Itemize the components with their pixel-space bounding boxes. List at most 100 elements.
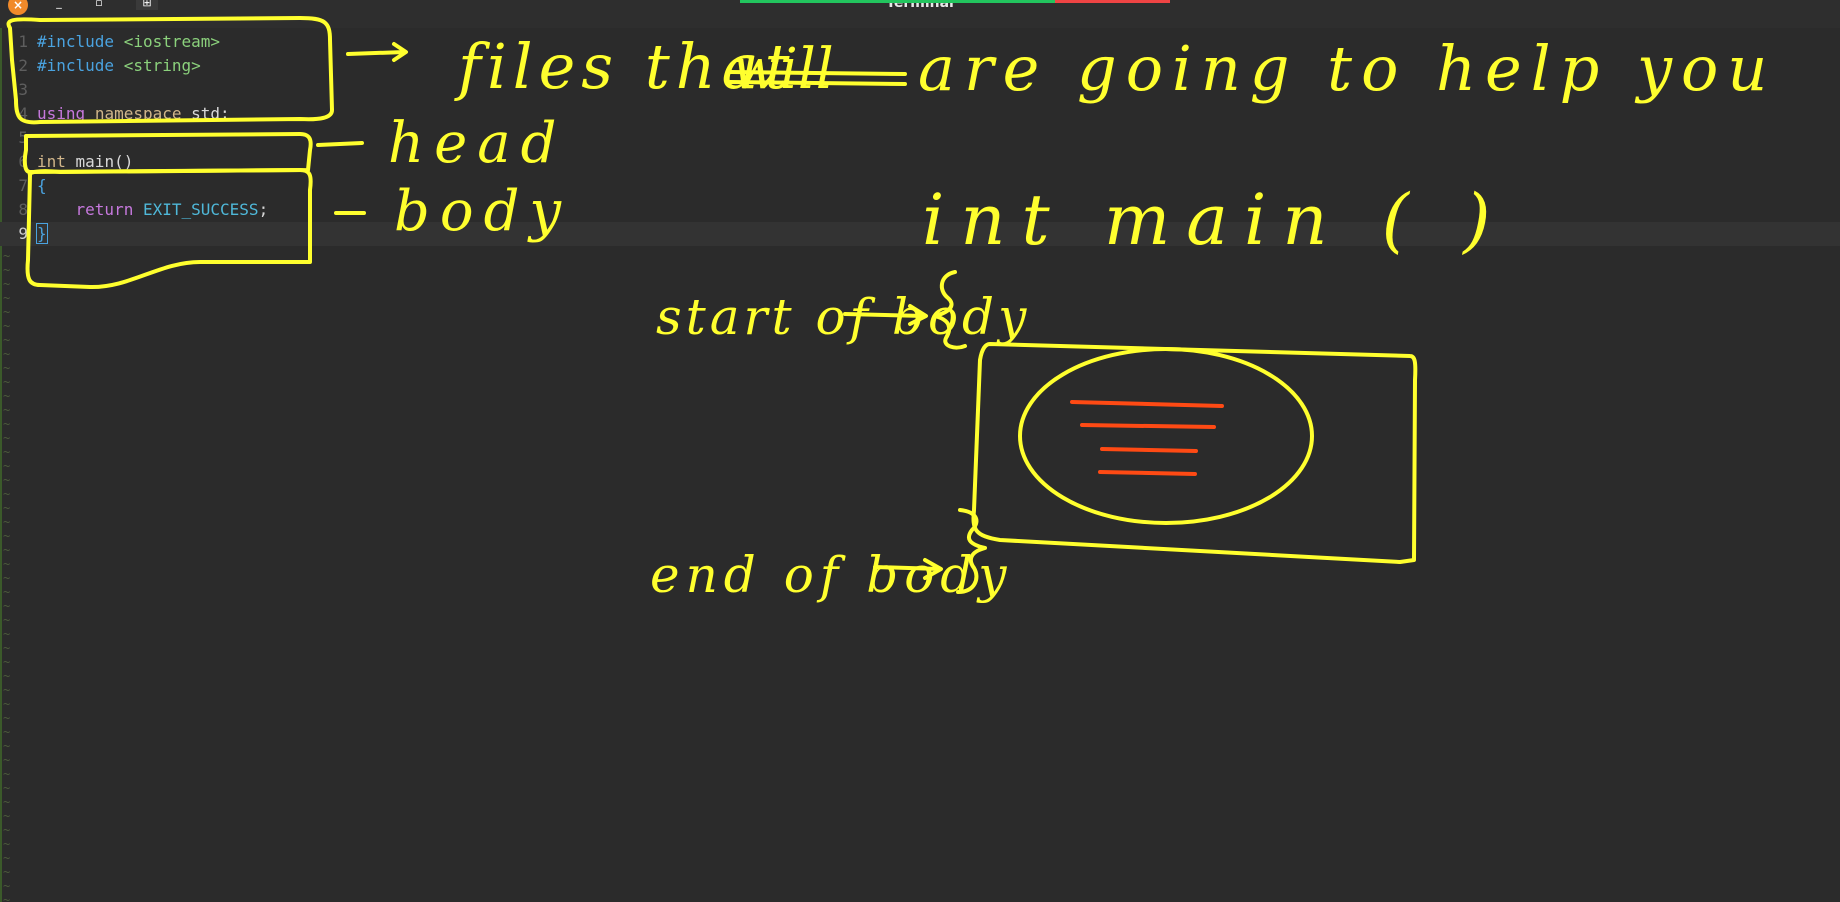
code-text[interactable]: return EXIT_SUCCESS; <box>37 198 269 222</box>
empty-line-tilde: ~ <box>3 823 11 837</box>
empty-line-tilde: ~ <box>3 725 11 739</box>
code-token: <iostream> <box>123 32 221 51</box>
empty-line-tilde: ~ <box>3 375 11 389</box>
empty-line-tilde: ~ <box>3 291 11 305</box>
close-icon[interactable]: × <box>8 0 28 15</box>
code-text[interactable]: using namespace std; <box>37 102 230 126</box>
line-number: 2 <box>18 56 28 75</box>
empty-line-tilde: ~ <box>3 277 11 291</box>
code-line[interactable]: 9} <box>0 222 1840 246</box>
code-line[interactable]: 2 #include <string> <box>0 54 1840 78</box>
empty-line-tilde: ~ <box>3 263 11 277</box>
code-token: using <box>37 104 86 123</box>
line-number: 3 <box>18 80 28 99</box>
empty-line-tilde: ~ <box>3 739 11 753</box>
empty-line-tilde: ~ <box>3 795 11 809</box>
empty-line-tilde: ~ <box>3 431 11 445</box>
empty-line-tilde: ~ <box>3 697 11 711</box>
empty-line-tilde: ~ <box>3 767 11 781</box>
code-text[interactable]: int main() <box>37 150 133 174</box>
line-number: 8 <box>18 200 28 219</box>
code-token: main() <box>65 152 134 171</box>
code-text[interactable]: { <box>37 174 47 198</box>
code-line[interactable]: 6 int main() <box>0 150 1840 174</box>
empty-line-tilde: ~ <box>3 753 11 767</box>
line-number: 6 <box>18 152 28 171</box>
empty-line-tilde: ~ <box>3 249 11 263</box>
line-number: 1 <box>18 32 28 51</box>
empty-line-tilde: ~ <box>3 641 11 655</box>
title-bar: × _ ▫ ⊞ Terminal <box>0 0 1840 29</box>
empty-line-tilde: ~ <box>3 781 11 795</box>
code-token: { <box>37 176 47 195</box>
empty-line-tilde: ~ <box>3 543 11 557</box>
empty-line-tilde: ~ <box>3 305 11 319</box>
empty-line-tilde: ~ <box>3 529 11 543</box>
empty-line-tilde: ~ <box>3 319 11 333</box>
empty-line-tilde: ~ <box>3 501 11 515</box>
empty-line-tilde: ~ <box>3 571 11 585</box>
empty-line-tilde: ~ <box>3 417 11 431</box>
empty-line-tilde: ~ <box>3 627 11 641</box>
code-line[interactable]: 7{ <box>0 174 1840 198</box>
code-text[interactable]: #include <string> <box>37 54 201 78</box>
code-line[interactable]: 1 #include <iostream> <box>0 30 1840 54</box>
empty-line-tilde: ~ <box>3 809 11 823</box>
empty-line-tilde: ~ <box>3 893 11 902</box>
empty-line-tilde: ~ <box>3 585 11 599</box>
code-token: <string> <box>123 56 201 75</box>
line-number: 4 <box>18 104 28 123</box>
empty-line-tilde: ~ <box>3 445 11 459</box>
code-token: #include <box>37 56 115 75</box>
code-token <box>114 56 124 75</box>
empty-line-tilde: ~ <box>3 347 11 361</box>
code-token: return <box>75 200 134 219</box>
code-token: int <box>37 152 66 171</box>
code-token: std; <box>181 104 230 123</box>
code-line[interactable]: 4 using namespace std; <box>0 102 1840 126</box>
code-token <box>85 104 95 123</box>
empty-line-tilde: ~ <box>3 515 11 529</box>
text-cursor: } <box>36 223 48 244</box>
code-token: #include <box>37 32 115 51</box>
empty-line-tilde: ~ <box>3 683 11 697</box>
empty-line-tilde: ~ <box>3 865 11 879</box>
minimize-icon[interactable]: _ <box>56 0 62 9</box>
window-title: Terminal <box>886 0 954 11</box>
empty-line-tilde: ~ <box>3 599 11 613</box>
empty-line-tilde: ~ <box>3 655 11 669</box>
editor-gutter-edge <box>0 28 2 902</box>
empty-line-tilde: ~ <box>3 361 11 375</box>
code-text[interactable]: } <box>36 222 48 246</box>
code-token: EXIT_SUCCESS <box>142 200 259 219</box>
code-token <box>37 200 76 219</box>
status-indicator-red <box>1055 0 1170 3</box>
code-token <box>114 32 124 51</box>
empty-line-tilde: ~ <box>3 389 11 403</box>
empty-line-tilde: ~ <box>3 459 11 473</box>
empty-line-tilde: ~ <box>3 403 11 417</box>
empty-line-tilde: ~ <box>3 613 11 627</box>
empty-line-tilde: ~ <box>3 557 11 571</box>
line-number: 9 <box>18 224 28 243</box>
pin-icon[interactable]: ⊞ <box>136 0 158 10</box>
code-line[interactable]: 5 <box>0 126 1840 150</box>
empty-line-tilde: ~ <box>3 669 11 683</box>
code-token: ; <box>258 200 269 219</box>
line-number: 7 <box>18 176 28 195</box>
maximize-icon[interactable]: ▫ <box>95 0 103 9</box>
empty-line-tilde: ~ <box>3 333 11 347</box>
empty-line-tilde: ~ <box>3 837 11 851</box>
line-number: 5 <box>18 128 28 147</box>
code-editor[interactable]: 1 #include <iostream> 2 #include <string> 3 4… <box>0 28 1840 902</box>
code-line[interactable]: 3 <box>0 78 1840 102</box>
code-text[interactable]: #include <iostream> <box>37 30 220 54</box>
empty-line-tilde: ~ <box>3 711 11 725</box>
empty-line-tilde: ~ <box>3 473 11 487</box>
empty-line-tilde: ~ <box>3 879 11 893</box>
empty-line-tilde: ~ <box>3 851 11 865</box>
code-line[interactable]: 8 return EXIT_SUCCESS; <box>0 198 1840 222</box>
code-token <box>133 200 143 219</box>
code-token: namespace <box>94 104 182 123</box>
